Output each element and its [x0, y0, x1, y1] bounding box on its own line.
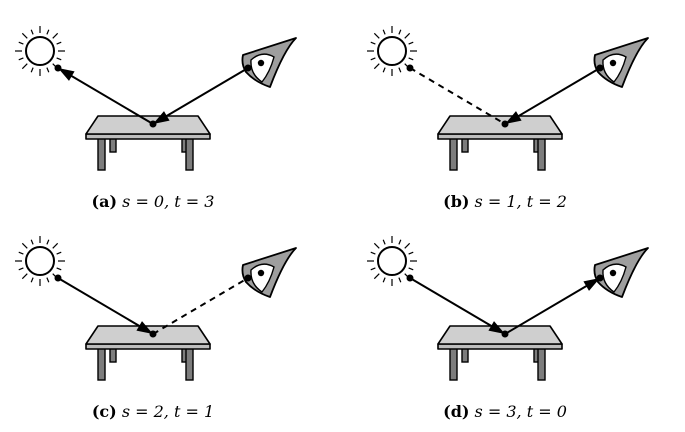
arrowhead: [153, 111, 170, 124]
path-segment: [409, 67, 506, 125]
arrowhead: [488, 321, 505, 334]
panel-equation: s = 3, t = 0: [475, 402, 567, 421]
eye-vertex-dot: [244, 64, 252, 72]
panel-caption: (c) s = 2, t = 1: [92, 402, 214, 421]
eye-camera-icon: [241, 37, 297, 88]
arrowhead: [58, 68, 75, 81]
arrowhead: [583, 278, 600, 291]
table-surface-icon: [85, 325, 211, 381]
path-segment: [57, 67, 154, 125]
light-source-icon: [15, 26, 65, 76]
table-surface-icon: [437, 325, 563, 381]
path-segment: [409, 277, 506, 335]
surface-vertex-dot: [149, 120, 157, 128]
path-segment: [504, 277, 601, 335]
light-vertex-dot: [406, 274, 414, 282]
surface-vertex-dot: [149, 330, 157, 338]
surface-vertex-dot: [501, 120, 509, 128]
eye-camera-icon: [593, 37, 649, 88]
path-segment: [152, 67, 249, 125]
panel-equation: s = 2, t = 1: [122, 402, 214, 421]
light-source-icon: [15, 236, 65, 286]
panel-equation: s = 1, t = 2: [475, 192, 567, 211]
eye-camera-icon: [241, 247, 297, 298]
light-source-icon: [367, 26, 417, 76]
light-source-icon: [367, 236, 417, 286]
panel-label: (b): [443, 192, 469, 211]
table-surface-icon: [85, 115, 211, 171]
arrowhead: [136, 321, 153, 334]
light-vertex-dot: [54, 64, 62, 72]
panel-label: (d): [443, 402, 469, 421]
panel-caption: (b) s = 1, t = 2: [443, 192, 567, 211]
eye-vertex-dot: [244, 274, 252, 282]
panel-label: (a): [92, 192, 118, 211]
path-segment: [152, 277, 249, 335]
panel-equation: s = 0, t = 3: [122, 192, 214, 211]
light-vertex-dot: [54, 274, 62, 282]
path-segment: [57, 277, 154, 335]
light-vertex-dot: [406, 64, 414, 72]
path-segment: [504, 67, 601, 125]
table-surface-icon: [437, 115, 563, 171]
panel-caption: (a) s = 0, t = 3: [92, 192, 215, 211]
arrowhead: [505, 111, 522, 124]
panel-a: (a) s = 0, t = 3: [15, 26, 297, 211]
panel-b: (b) s = 1, t = 2: [367, 26, 649, 211]
panel-label: (c): [92, 402, 117, 421]
eye-camera-icon: [593, 247, 649, 298]
panel-caption: (d) s = 3, t = 0: [443, 402, 567, 421]
panel-d: (d) s = 3, t = 0: [367, 236, 649, 421]
panel-c: (c) s = 2, t = 1: [15, 236, 297, 421]
surface-vertex-dot: [501, 330, 509, 338]
eye-vertex-dot: [596, 64, 604, 72]
eye-vertex-dot: [596, 274, 604, 282]
